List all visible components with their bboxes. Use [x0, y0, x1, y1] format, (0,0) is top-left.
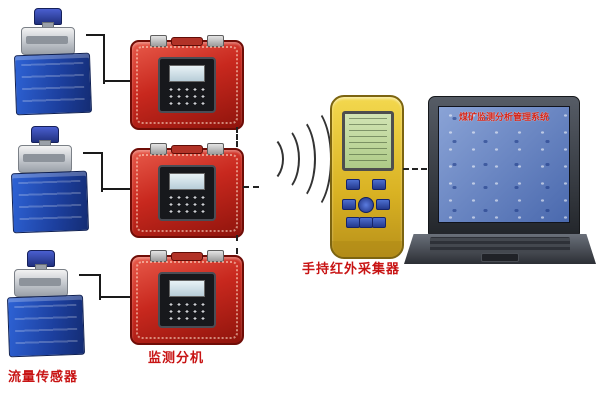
monitor-case-1 [130, 35, 244, 130]
case-panel [158, 165, 216, 221]
laptop-screen: 煤矿监测分析管理系统 [428, 96, 580, 236]
flowmeter-icon [21, 8, 75, 55]
sensor-box [10, 170, 90, 234]
connector-sensor-3b [99, 296, 130, 298]
monitor-case-2 [130, 143, 244, 238]
laptop-base [404, 234, 596, 264]
flow-sensor-group-2 [10, 126, 98, 234]
handheld-ok-key [358, 197, 374, 213]
flow-sensor-label: 流量传感器 [8, 370, 79, 385]
case-rivets [136, 154, 238, 232]
flow-sensor-group-1 [13, 8, 101, 116]
case-rivets [136, 261, 238, 339]
handheld-label: 手持红外采集器 [302, 262, 401, 277]
laptop-touchpad [481, 253, 519, 262]
handheld-keypad [342, 179, 390, 228]
panel-screen [169, 173, 205, 190]
connector-sensor-3 [79, 274, 101, 300]
case-panel [158, 272, 216, 328]
laptop-screen-title: 煤矿监测分析管理系统 [458, 113, 549, 123]
case-handle [171, 37, 203, 46]
case-rivets [136, 46, 238, 124]
flowmeter-icon [18, 126, 72, 173]
dashed-link-to-laptop [403, 168, 427, 170]
panel-keypad [167, 194, 207, 214]
laptop-screen-image: 煤矿监测分析管理系统 [438, 106, 570, 223]
sensor-box [13, 52, 93, 116]
flowmeter-body [21, 27, 75, 55]
handheld-screen [342, 111, 394, 171]
panel-screen [169, 280, 205, 297]
connector-sensor-2b [101, 188, 130, 190]
case-panel [158, 57, 216, 113]
dashed-link-to-wireless [243, 186, 259, 188]
handheld-device [330, 95, 404, 259]
case-handle [171, 252, 203, 261]
handheld-bottom-strip [332, 241, 402, 257]
connector-sensor-1b [103, 80, 130, 82]
panel-keypad [167, 301, 207, 321]
case-handle [171, 145, 203, 154]
dashed-link-case2-case3 [236, 235, 238, 254]
laptop-keyboard [430, 237, 570, 253]
dashed-link-case1-case2 [236, 127, 238, 147]
sensor-box [6, 294, 86, 358]
monitor-unit-label: 监测分机 [148, 351, 205, 366]
flowmeter-body [18, 145, 72, 173]
wireless-arc [286, 105, 332, 213]
monitor-case-3 [130, 250, 244, 345]
flowmeter-body [14, 269, 68, 297]
flowmeter-icon [14, 250, 68, 297]
flow-sensor-group-3 [6, 250, 94, 358]
panel-screen [169, 65, 205, 82]
panel-keypad [167, 86, 207, 106]
connector-sensor-2 [83, 152, 103, 192]
connector-sensor-1 [86, 34, 105, 84]
